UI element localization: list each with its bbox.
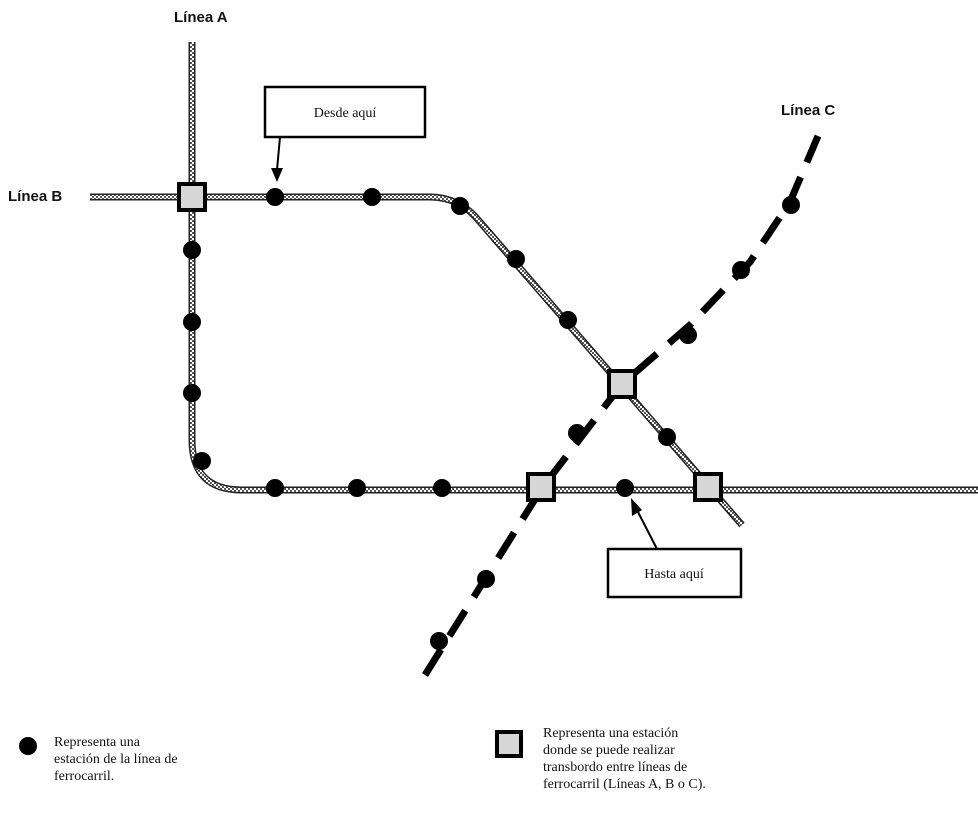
station-marker [363,188,381,206]
from-arrowhead [271,168,283,182]
to-arrow [637,511,658,550]
station-marker [193,452,211,470]
to-callout-box [606,547,743,599]
line-a-track [188,42,978,494]
station-marker [507,250,525,268]
line-a-label: Línea A [174,9,228,26]
stations [183,188,800,650]
station-marker [477,570,495,588]
transfer-marker [526,472,556,502]
legend-transfer-icon [495,730,523,758]
station-marker [568,424,586,442]
station-marker [451,197,469,215]
legend-station-icon [19,737,37,755]
station-marker [348,479,366,497]
from-callout-text: Desde aquí [314,106,377,121]
station-marker [266,188,284,206]
station-marker [183,384,201,402]
to-callout: Hasta aquí [606,498,743,599]
transfer-marker [607,369,637,399]
to-callout-text: Hasta aquí [644,567,704,582]
from-arrow [276,136,281,171]
station-marker [433,479,451,497]
line-b-label: Línea B [8,188,62,205]
station-marker [679,326,697,344]
line-c-label: Línea C [781,102,835,119]
station-marker [183,313,201,331]
station-marker [559,311,577,329]
transfer-marker [693,472,723,502]
transfer-marker [177,182,207,212]
transfer-stations [177,182,723,502]
station-marker [266,479,284,497]
from-callout: Desde aquí [263,85,427,182]
to-arrowhead [631,498,642,516]
from-callout-box [263,85,427,139]
station-marker [616,479,634,497]
legend-transfer-text: Representa una estación donde se puede r… [543,726,706,792]
station-marker [782,196,800,214]
station-marker [430,632,448,650]
station-marker [183,241,201,259]
station-marker [658,428,676,446]
station-marker [732,261,750,279]
legend-station-text: Representa una estación de la línea de f… [54,735,178,784]
